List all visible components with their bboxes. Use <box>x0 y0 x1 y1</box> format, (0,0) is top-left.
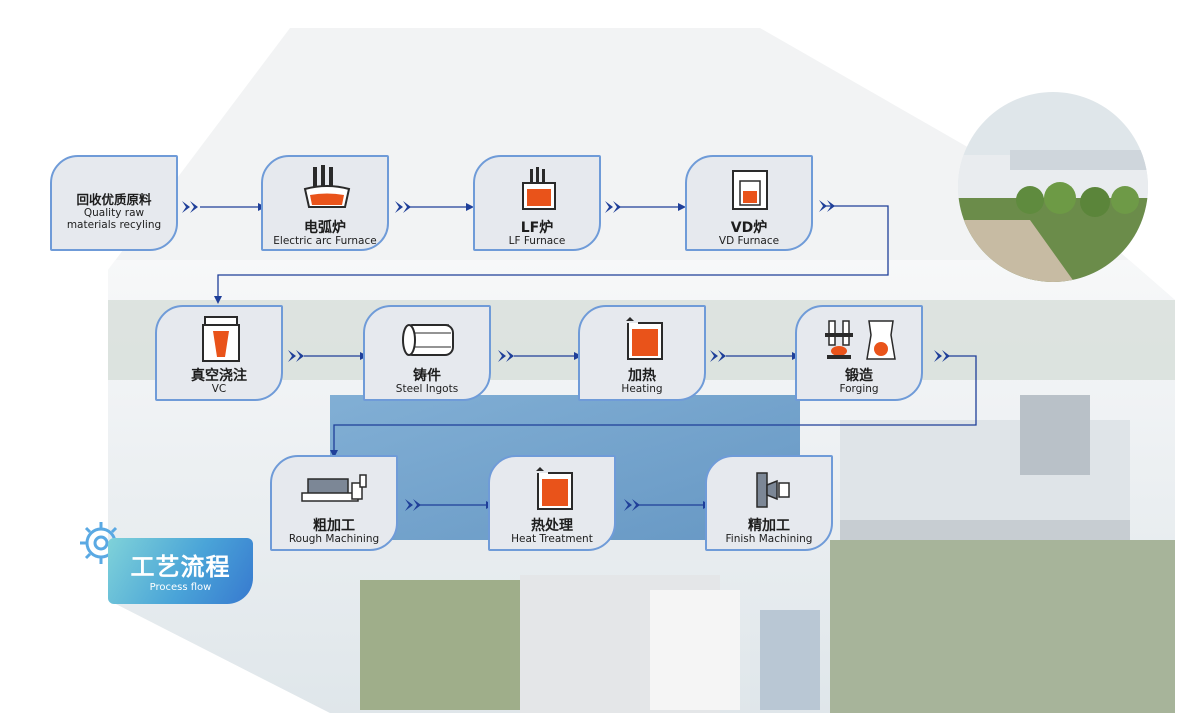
step-label-zh: 粗加工 <box>313 518 355 534</box>
step-label-en: Rough Machining <box>288 533 380 545</box>
step-label-en: Electric arc Furnace <box>273 235 377 247</box>
steel-ingots-icon <box>402 324 454 356</box>
step-label-zh: 铸件 <box>413 368 441 384</box>
double-chevron-markers <box>182 200 950 511</box>
badge-title-en: Process flow <box>149 582 212 593</box>
step-label-en: Heat Treatment <box>511 533 593 545</box>
step-vd-furnace: VD炉 VD Furnace <box>685 155 813 251</box>
heating-icon <box>626 317 663 360</box>
step-label-en: Steel Ingots <box>395 383 459 395</box>
step-finish-machining: 精加工 Finish Machining <box>705 455 833 551</box>
step-label-zh: LF炉 <box>520 220 554 236</box>
step-label-en: LF Furnace <box>508 235 566 247</box>
step-label-en: VD Furnace <box>718 235 780 247</box>
lf-furnace-icon <box>522 167 556 210</box>
step-label-en: VC <box>211 383 227 395</box>
step-label-en-2: materials recyling <box>66 219 162 231</box>
factory-circle-photo <box>958 92 1148 282</box>
step-raw-materials: 回收优质原料 Quality raw materials recyling <box>50 155 178 251</box>
vacuum-casting-icon <box>202 316 240 362</box>
process-flow-badge: 工艺流程 Process flow <box>108 538 253 604</box>
step-heating: 加热 Heating <box>578 305 706 401</box>
step-rough-machining: 粗加工 Rough Machining <box>270 455 398 551</box>
connector-lines <box>200 205 977 506</box>
step-label-en: Forging <box>839 383 879 395</box>
step-label-zh: 热处理 <box>531 518 573 534</box>
step-label-zh: 回收优质原料 <box>76 192 152 207</box>
step-label-en: Finish Machining <box>725 533 813 545</box>
step-label-zh: 电弧炉 <box>304 220 346 236</box>
step-label-zh: 加热 <box>628 368 656 384</box>
step-heat-treatment: 热处理 Heat Treatment <box>488 455 616 551</box>
step-label-zh: 精加工 <box>748 518 790 534</box>
step-electric-arc-furnace: 电弧炉 Electric arc Furnace <box>261 155 389 251</box>
step-steel-ingots: 铸件 Steel Ingots <box>363 305 491 401</box>
step-forging: 锻造 Forging <box>795 305 923 401</box>
electric-arc-furnace-icon <box>303 165 351 208</box>
step-lf-furnace: LF炉 LF Furnace <box>473 155 601 251</box>
step-label-zh: VD炉 <box>730 220 768 236</box>
gear-icon <box>80 522 122 564</box>
rough-machining-icon <box>301 474 367 502</box>
step-vacuum-casting: 真空浇注 VC <box>155 305 283 401</box>
vd-furnace-icon <box>732 170 768 210</box>
badge-title-zh: 工艺流程 <box>130 553 231 581</box>
finish-machining-icon <box>756 472 790 508</box>
step-label-en: Heating <box>621 383 663 395</box>
step-label-zh: 真空浇注 <box>191 368 247 384</box>
forging-icon <box>825 320 896 360</box>
step-label-en: Quality raw <box>83 207 145 219</box>
step-label-zh: 锻造 <box>845 368 873 384</box>
heat-treatment-icon <box>536 467 573 510</box>
